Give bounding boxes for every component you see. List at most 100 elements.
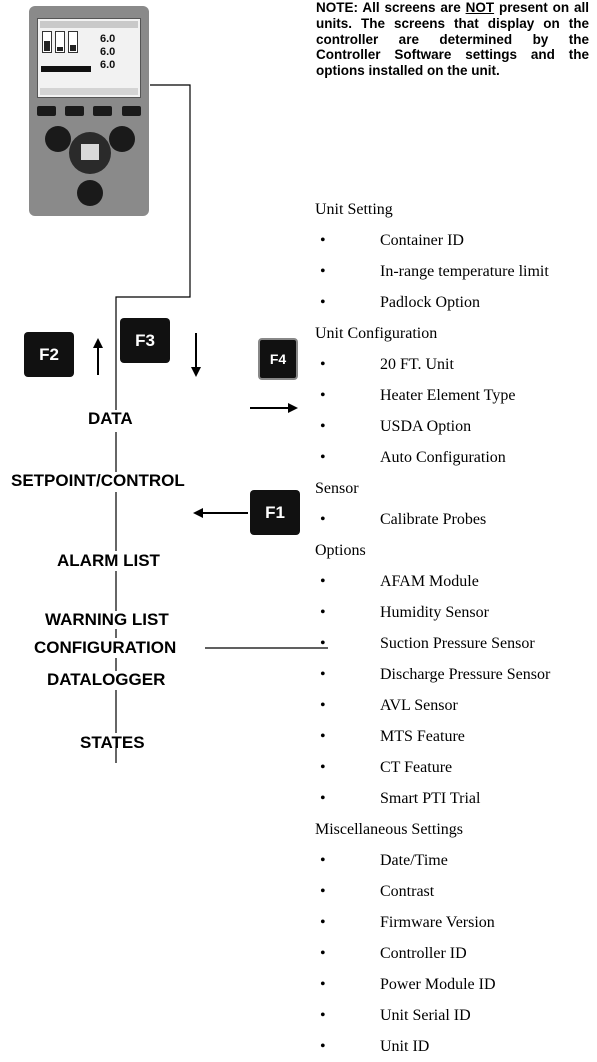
list-item: • AVL Sensor [315,690,597,721]
list-item-label: Firmware Version [380,914,495,931]
controller-display: 6.0 6.0 6.0 [37,18,141,98]
display-status-bar [41,66,91,72]
list-item-label: Controller ID [380,945,467,962]
bullet-icon: • [320,263,326,280]
list-item: • Heater Element Type [315,380,597,411]
list-item-label: Smart PTI Trial [380,790,481,807]
list-item-label: Humidity Sensor [380,604,489,621]
list-item: • Suction Pressure Sensor [315,628,597,659]
device-function-keys [37,106,141,116]
list-item: • Contrast [315,876,597,907]
list-item-label: Heater Element Type [380,387,516,404]
list-item: • MTS Feature [315,721,597,752]
device-f2-key[interactable] [65,106,84,116]
configuration-list: Unit Setting • Container ID • In-range tempe… [315,194,597,1062]
bullet-icon: • [320,883,326,900]
list-item-label: Padlock Option [380,294,480,311]
list-item-label: Contrast [380,883,435,900]
device-f4-key[interactable] [122,106,141,116]
gauge-icon [68,31,78,53]
bullet-icon: • [320,728,326,745]
nav-down-button[interactable] [77,180,103,206]
bullet-icon: • [320,666,326,683]
f1-key-badge: F1 [250,490,300,535]
list-item: • Controller ID [315,938,597,969]
bullet-icon: • [320,790,326,807]
f2-key-badge: F2 [24,332,74,377]
list-item: • Container ID [315,225,597,256]
display-softkey-bar [40,88,138,95]
note-text: NOTE: All screens are NOT present on all… [316,0,589,79]
gauge-icon [55,31,65,53]
list-group-title: Unit Setting [315,201,393,218]
bullet-icon: • [320,914,326,931]
list-item: • Firmware Version [315,907,597,938]
bullet-icon: • [320,449,326,466]
bullet-icon: • [320,759,326,776]
list-item: •Unit Serial ID [315,1000,597,1031]
list-item: • Auto Configuration [315,442,597,473]
bullet-icon: • [320,511,326,528]
list-item: • Humidity Sensor [315,597,597,628]
list-item-label: In-range temperature limit [380,263,549,280]
list-item-label: Date/Time [380,852,448,869]
list-item: •Power Module ID [315,969,597,1000]
list-item: • In-range temperature limit [315,256,597,287]
connector-lines [93,84,328,763]
menu-alarm-list: ALARM LIST [57,551,160,570]
display-temp-2: 6.0 [100,46,116,58]
list-item-label: Unit ID [380,1038,430,1055]
display-temp-1: 6.0 [100,33,116,45]
list-item: • Date/Time [315,845,597,876]
display-temp-3: 6.0 [100,59,116,71]
gauge-icon [42,31,52,53]
bullet-icon: • [320,604,326,621]
bullet-icon: • [320,635,326,652]
list-item: • USDA Option [315,411,597,442]
list-item: • AFAM Module [315,566,597,597]
list-item-label: AFAM Module [380,573,479,590]
list-item-label: Unit Serial ID [380,1007,471,1024]
list-group-title: Sensor [315,480,359,497]
list-item-label: MTS Feature [380,728,465,745]
list-item-label: Container ID [380,232,464,249]
bullet-icon: • [320,387,326,404]
list-item-label: USDA Option [380,418,472,435]
bullet-icon: • [320,976,326,993]
device-f1-key[interactable] [37,106,56,116]
list-item-label: Calibrate Probes [380,511,487,528]
list-item-label: AVL Sensor [380,697,458,714]
list-group-title: Unit Configuration [315,325,438,342]
nav-left-button[interactable] [45,126,71,152]
menu-warning-list: WARNING LIST [45,610,169,629]
list-item-label: 20 FT. Unit [380,356,454,373]
bullet-icon: • [320,697,326,714]
menu-datalogger: DATALOGGER [47,670,166,689]
bullet-icon: • [320,573,326,590]
menu-data: DATA [88,409,133,428]
list-item: • CT Feature [315,752,597,783]
bullet-icon: • [320,294,326,311]
device-f3-key[interactable] [93,106,112,116]
list-group-title: Options [315,542,366,559]
list-item-label: Discharge Pressure Sensor [380,666,551,683]
bullet-icon: • [320,418,326,435]
f4-key-badge: F4 [258,338,298,380]
center-enter-button[interactable] [69,132,111,174]
bullet-icon: • [320,945,326,962]
list-item: • Calibrate Probes [315,504,597,535]
list-item: • Smart PTI Trial [315,783,597,814]
menu-setpoint-control: SETPOINT/CONTROL [11,471,185,490]
list-item-label: CT Feature [380,759,453,776]
display-header-bar [40,21,138,28]
list-item-label: Auto Configuration [380,449,506,466]
menu-states: STATES [80,733,145,752]
list-item-label: Suction Pressure Sensor [380,635,535,652]
bullet-icon: • [320,232,326,249]
bullet-icon: • [320,1038,326,1055]
list-item: • Discharge Pressure Sensor [315,659,597,690]
list-group-title: Miscellaneous Settings [315,821,463,838]
menu-configuration: CONFIGURATION [34,638,177,657]
bullet-icon: • [320,852,326,869]
nav-right-button[interactable] [109,126,135,152]
